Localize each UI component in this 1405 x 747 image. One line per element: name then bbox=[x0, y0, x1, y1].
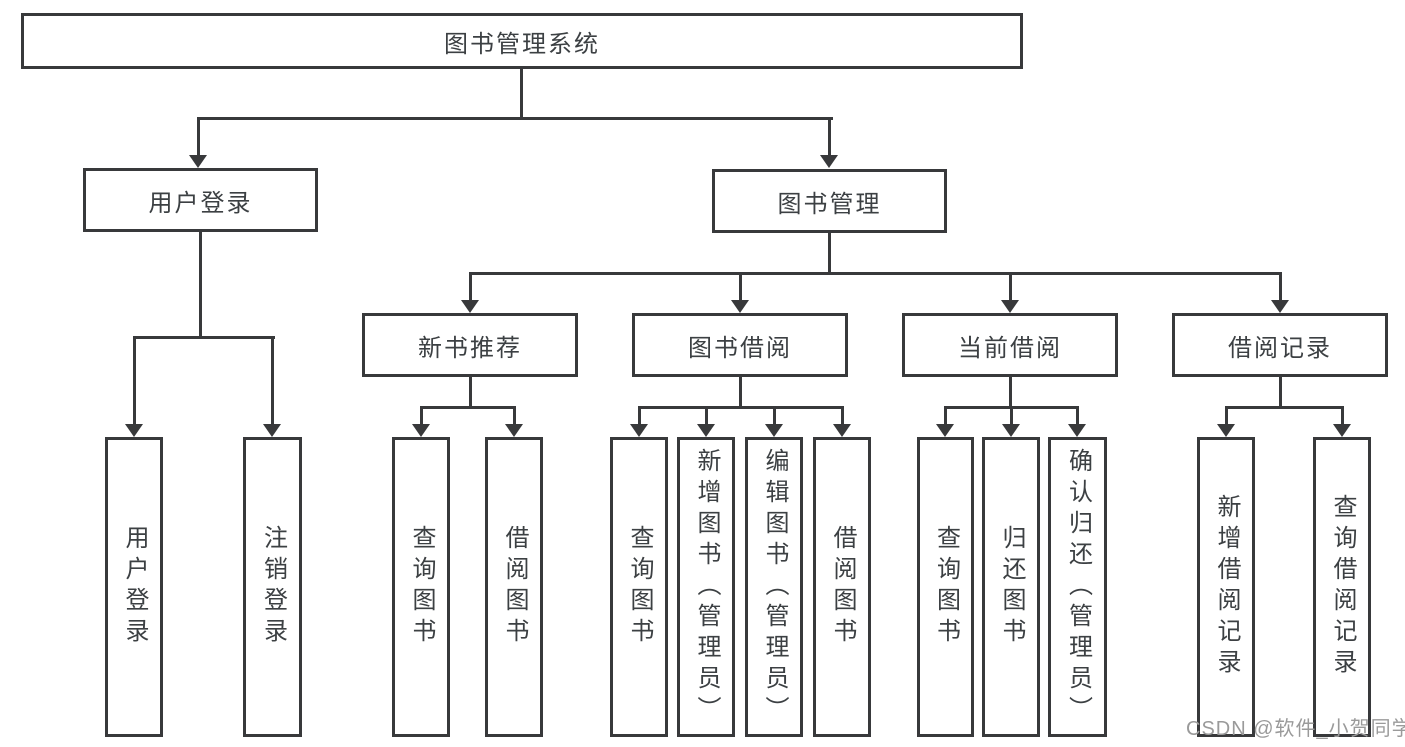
leaf-confirm-return-admin: 确认归还（管理员） bbox=[1048, 437, 1107, 737]
leaf-user-login: 用户登录 bbox=[105, 437, 163, 737]
arrow-down-icon bbox=[1217, 424, 1235, 437]
connector-leaf bbox=[1076, 406, 1079, 426]
leaf-confirm-return-admin-label: 确认归还（管理员） bbox=[1064, 447, 1092, 727]
connector-book-borrowing-stem bbox=[739, 377, 742, 409]
connector-leaf bbox=[1341, 406, 1344, 426]
connector-new-book-fork bbox=[420, 406, 515, 409]
connector-to-book-management bbox=[828, 117, 831, 157]
arrow-down-icon bbox=[1333, 424, 1351, 437]
connector-to-book-borrowing bbox=[739, 272, 742, 302]
leaf-add-books-admin: 新增图书（管理员） bbox=[677, 437, 735, 737]
connector-to-leaf-logout bbox=[271, 336, 274, 426]
arrow-down-icon bbox=[833, 424, 851, 437]
leaf-return-books-label: 归还图书 bbox=[998, 525, 1025, 649]
node-new-book-recommendation-label: 新书推荐 bbox=[418, 334, 522, 362]
connector-leaf bbox=[773, 406, 776, 426]
connector-to-leaf-user-login bbox=[133, 336, 136, 426]
connector-book-borrowing-fork bbox=[638, 406, 843, 409]
arrow-down-icon bbox=[263, 424, 281, 437]
node-current-borrowing: 当前借阅 bbox=[902, 313, 1118, 377]
watermark-csdn: CSDN @软件_小贺同学 bbox=[1186, 718, 1405, 740]
connector-leaf bbox=[513, 406, 516, 426]
leaf-borrow-books: 借阅图书 bbox=[813, 437, 871, 737]
connector-leaf bbox=[420, 406, 423, 426]
leaf-borrow-books-newbook-label: 借阅图书 bbox=[501, 525, 528, 649]
leaf-query-books-current-label: 查询图书 bbox=[932, 525, 960, 649]
connector-current-borrowing-stem bbox=[1009, 377, 1012, 409]
arrow-down-icon bbox=[936, 424, 954, 437]
connector-user-login-stem bbox=[199, 232, 202, 339]
connector-root-fork bbox=[197, 117, 833, 120]
leaf-query-books-borrowing: 查询图书 bbox=[610, 437, 668, 737]
connector-to-new-book bbox=[469, 272, 472, 302]
node-borrowing-records: 借阅记录 bbox=[1172, 313, 1388, 377]
leaf-logout-login: 注销登录 bbox=[243, 437, 302, 737]
leaf-query-books-borrowing-label: 查询图书 bbox=[626, 525, 653, 649]
leaf-query-books-newbook-label: 查询图书 bbox=[408, 525, 435, 649]
connector-leaf bbox=[1225, 406, 1228, 426]
arrow-down-icon bbox=[697, 424, 715, 437]
leaf-return-books: 归还图书 bbox=[982, 437, 1040, 737]
leaf-query-books-current: 查询图书 bbox=[917, 437, 974, 737]
arrow-down-icon bbox=[630, 424, 648, 437]
node-user-login-label: 用户登录 bbox=[148, 189, 253, 217]
node-current-borrowing-label: 当前借阅 bbox=[958, 334, 1062, 362]
arrow-down-icon bbox=[461, 300, 479, 313]
connector-leaf bbox=[638, 406, 641, 426]
leaf-user-login-label: 用户登录 bbox=[121, 525, 148, 649]
arrow-down-icon bbox=[1271, 300, 1289, 313]
arrow-down-icon bbox=[505, 424, 523, 437]
arrow-down-icon bbox=[1002, 424, 1020, 437]
node-book-borrowing-label: 图书借阅 bbox=[688, 334, 792, 362]
arrow-down-icon bbox=[1068, 424, 1086, 437]
leaf-edit-books-admin-label: 编辑图书（管理员） bbox=[761, 447, 788, 727]
leaf-query-borrow-record: 查询借阅记录 bbox=[1313, 437, 1371, 737]
node-library-system: 图书管理系统 bbox=[21, 13, 1023, 69]
node-borrowing-records-label: 借阅记录 bbox=[1228, 334, 1332, 362]
connector-leaf bbox=[1010, 406, 1013, 426]
connector-to-user-login bbox=[197, 117, 200, 157]
arrow-down-icon bbox=[1001, 300, 1019, 313]
connector-book-management-stem bbox=[828, 233, 831, 274]
connector-leaf bbox=[944, 406, 947, 426]
node-new-book-recommendation: 新书推荐 bbox=[362, 313, 578, 377]
connector-leaf bbox=[841, 406, 844, 426]
connector-borrowing-records-stem bbox=[1279, 377, 1282, 409]
arrow-down-icon bbox=[820, 155, 838, 168]
leaf-borrow-books-label: 借阅图书 bbox=[829, 525, 856, 649]
leaf-query-borrow-record-label: 查询借阅记录 bbox=[1329, 494, 1356, 680]
connector-user-login-fork bbox=[133, 336, 275, 339]
arrow-down-icon bbox=[731, 300, 749, 313]
node-book-borrowing: 图书借阅 bbox=[632, 313, 848, 377]
leaf-add-borrow-record: 新增借阅记录 bbox=[1197, 437, 1255, 737]
connector-borrowing-records-fork bbox=[1225, 406, 1343, 409]
node-book-management-label: 图书管理 bbox=[777, 190, 882, 218]
leaf-logout-login-label: 注销登录 bbox=[259, 525, 287, 649]
leaf-borrow-books-newbook: 借阅图书 bbox=[485, 437, 543, 737]
arrow-down-icon bbox=[189, 155, 207, 168]
arrow-down-icon bbox=[765, 424, 783, 437]
connector-to-borrowing-records bbox=[1279, 272, 1282, 302]
connector-book-management-fork bbox=[469, 272, 1282, 275]
node-book-management: 图书管理 bbox=[712, 169, 947, 233]
leaf-query-books-newbook: 查询图书 bbox=[392, 437, 450, 737]
node-library-system-label: 图书管理系统 bbox=[444, 30, 600, 58]
arrow-down-icon bbox=[125, 424, 143, 437]
leaf-edit-books-admin: 编辑图书（管理员） bbox=[745, 437, 803, 737]
connector-to-current-borrowing bbox=[1009, 272, 1012, 302]
connector-leaf bbox=[705, 406, 708, 426]
leaf-add-books-admin-label: 新增图书（管理员） bbox=[693, 447, 720, 727]
connector-root-stem bbox=[520, 68, 523, 118]
connector-new-book-stem bbox=[469, 377, 472, 409]
leaf-add-borrow-record-label: 新增借阅记录 bbox=[1213, 494, 1240, 680]
arrow-down-icon bbox=[412, 424, 430, 437]
node-user-login: 用户登录 bbox=[83, 168, 318, 232]
